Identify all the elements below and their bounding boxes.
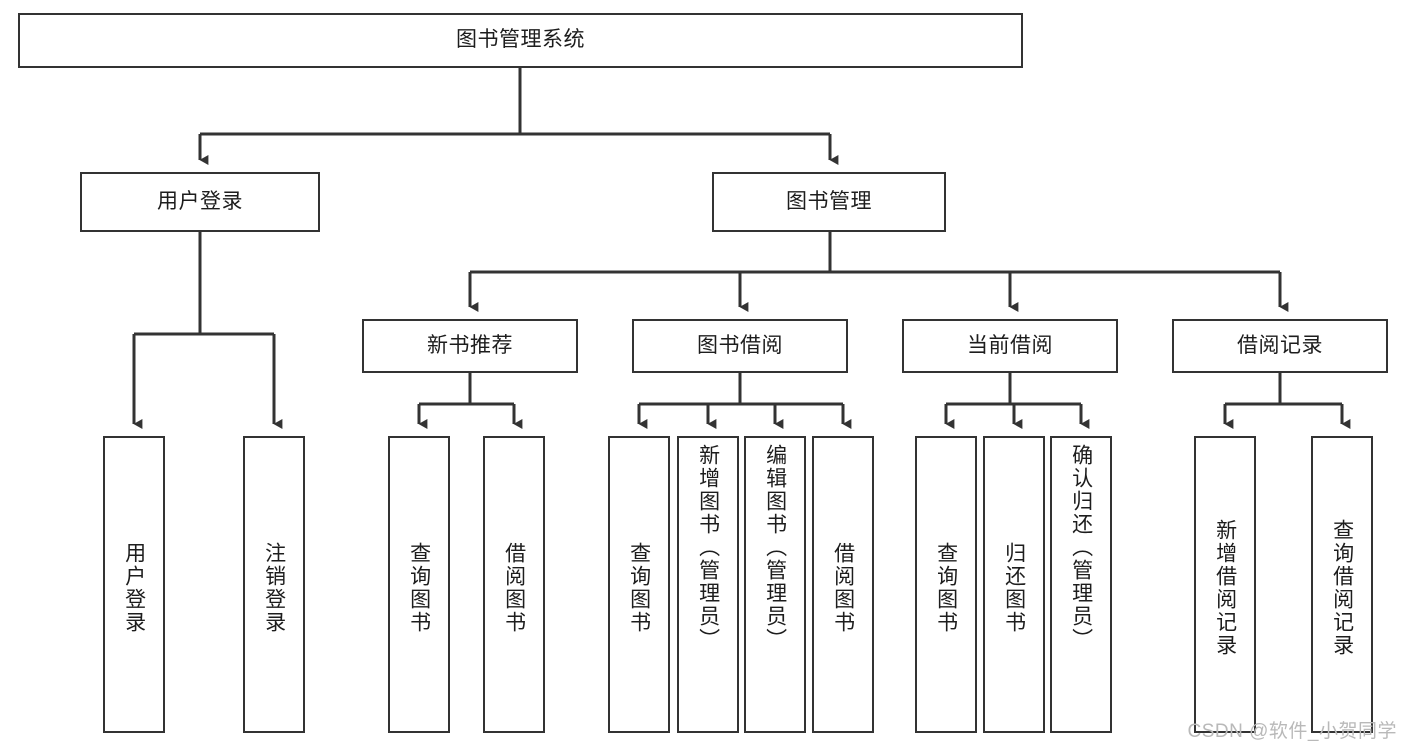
node-label: 图书借阅: [697, 333, 783, 357]
watermark-text: CSDN @软件_小贺同学: [1187, 721, 1397, 742]
node-label: 查询借阅记录: [1330, 518, 1354, 657]
node-book-borrow[interactable]: 图书借阅: [632, 319, 848, 373]
node-label: 新增借阅记录: [1213, 518, 1237, 657]
node-label: 归还图书: [1002, 541, 1026, 634]
node-leaf-edit-book[interactable]: 编辑图书（管理员）: [744, 436, 806, 733]
node-label: 查询图书: [627, 541, 651, 634]
node-label: 用户登录: [157, 189, 243, 213]
node-leaf-query-book-1[interactable]: 查询图书: [388, 436, 450, 733]
node-label: 图书管理系统: [456, 28, 585, 52]
node-leaf-user-login[interactable]: 用户登录: [103, 436, 165, 733]
node-label: 确认归还（管理员）: [1069, 444, 1093, 651]
node-label: 当前借阅: [967, 333, 1053, 357]
node-leaf-query-book-3[interactable]: 查询图书: [915, 436, 977, 733]
node-user-login[interactable]: 用户登录: [80, 172, 320, 232]
node-leaf-query-book-2[interactable]: 查询图书: [608, 436, 670, 733]
node-label: 新增图书（管理员）: [696, 444, 720, 651]
node-label: 借阅记录: [1237, 333, 1323, 357]
node-book-manage[interactable]: 图书管理: [712, 172, 946, 232]
node-leaf-return-book[interactable]: 归还图书: [983, 436, 1045, 733]
node-label: 查询图书: [407, 541, 431, 634]
node-current-borrow[interactable]: 当前借阅: [902, 319, 1118, 373]
node-leaf-add-record[interactable]: 新增借阅记录: [1194, 436, 1256, 733]
node-label: 借阅图书: [831, 541, 855, 634]
node-root-system[interactable]: 图书管理系统: [18, 13, 1023, 68]
node-leaf-add-book[interactable]: 新增图书（管理员）: [677, 436, 739, 733]
node-borrow-record[interactable]: 借阅记录: [1172, 319, 1388, 373]
node-label: 编辑图书（管理员）: [763, 444, 787, 651]
node-new-book-recommend[interactable]: 新书推荐: [362, 319, 578, 373]
node-leaf-borrow-book-1[interactable]: 借阅图书: [483, 436, 545, 733]
node-label: 新书推荐: [427, 333, 513, 357]
node-label: 图书管理: [786, 189, 872, 213]
node-label: 借阅图书: [502, 541, 526, 634]
node-leaf-confirm-return[interactable]: 确认归还（管理员）: [1050, 436, 1112, 733]
node-leaf-query-record[interactable]: 查询借阅记录: [1311, 436, 1373, 733]
node-leaf-logout[interactable]: 注销登录: [243, 436, 305, 733]
node-leaf-borrow-book-2[interactable]: 借阅图书: [812, 436, 874, 733]
node-label: 用户登录: [122, 541, 146, 634]
node-label: 查询图书: [934, 541, 958, 634]
node-label: 注销登录: [262, 541, 286, 634]
